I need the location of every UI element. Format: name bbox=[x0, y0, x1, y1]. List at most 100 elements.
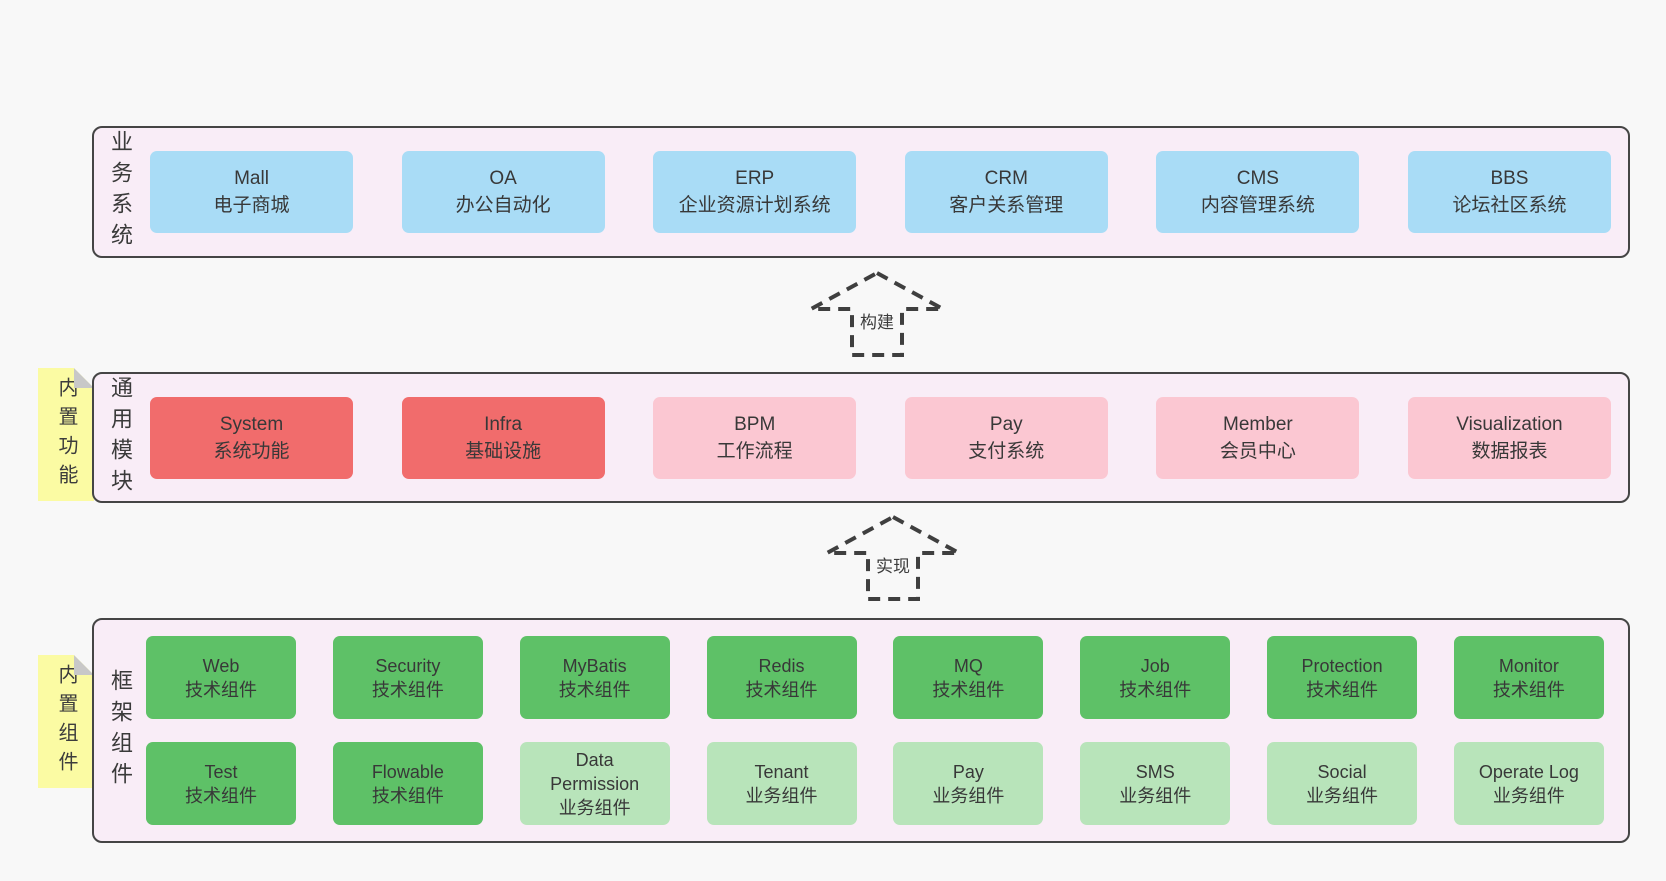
box-oa: OA 办公自动化 bbox=[401, 151, 605, 233]
box-title: Infra bbox=[484, 413, 523, 435]
folded-corner-icon bbox=[74, 368, 94, 388]
box-mq: MQ 技术组件 bbox=[893, 636, 1044, 719]
box-protection: Protection 技术组件 bbox=[1267, 636, 1418, 719]
sticky-note-builtin-components: 内置组件 bbox=[38, 655, 94, 788]
box-subtitle: 技术组件 bbox=[932, 679, 1005, 700]
box-title: Operate Log bbox=[1478, 761, 1579, 782]
box-subtitle: 技术组件 bbox=[1306, 679, 1379, 700]
box-title: System bbox=[219, 413, 284, 435]
box-title: Web bbox=[202, 655, 240, 676]
box-title: Security bbox=[375, 655, 441, 676]
box-title: Data Permission bbox=[550, 749, 640, 794]
box-subtitle: 系统功能 bbox=[213, 440, 290, 462]
box-security: Security 技术组件 bbox=[332, 636, 483, 719]
box-title: Monitor bbox=[1498, 655, 1559, 676]
box-infra: Infra 基础设施 bbox=[401, 396, 605, 479]
box-subtitle: 内容管理系统 bbox=[1200, 195, 1315, 216]
box-subtitle: 技术组件 bbox=[745, 679, 818, 700]
box-tenant: Tenant 业务组件 bbox=[706, 742, 857, 825]
box-operate-log: Operate Log 业务组件 bbox=[1453, 742, 1604, 825]
box-visualization: Visualization 数据报表 bbox=[1407, 396, 1611, 479]
box-bbs: BBS 论坛社区系统 bbox=[1407, 151, 1611, 233]
box-subtitle: 业务组件 bbox=[1492, 785, 1565, 806]
box-title: ERP bbox=[735, 168, 775, 189]
box-subtitle: 技术组件 bbox=[558, 679, 631, 700]
box-subtitle: 支付系统 bbox=[968, 440, 1045, 462]
box-monitor: Monitor 技术组件 bbox=[1453, 636, 1604, 719]
box-subtitle: 工作流程 bbox=[716, 440, 793, 462]
sticky-note-builtin-features: 内置功能 bbox=[38, 368, 94, 501]
box-social: Social 业务组件 bbox=[1267, 742, 1418, 825]
panel-label-common-modules: 通用模块 bbox=[108, 375, 133, 500]
sticky-label: 内置组件 bbox=[55, 663, 77, 780]
box-subtitle: 技术组件 bbox=[185, 785, 257, 806]
box-web: Web 技术组件 bbox=[146, 636, 296, 719]
box-subtitle: 办公自动化 bbox=[455, 195, 551, 216]
box-title: MyBatis bbox=[562, 655, 627, 676]
box-title: OA bbox=[489, 168, 517, 189]
box-subtitle: 技术组件 bbox=[1119, 679, 1192, 700]
panel-label-business-systems: 业务系统 bbox=[108, 130, 133, 254]
box-subtitle: 技术组件 bbox=[1492, 679, 1565, 700]
box-subtitle: 业务组件 bbox=[745, 785, 818, 806]
box-subtitle: 业务组件 bbox=[932, 785, 1005, 806]
box-title: Pay bbox=[952, 761, 984, 782]
implement-arrow: 实现 bbox=[823, 514, 963, 602]
box-subtitle: 数据报表 bbox=[1471, 440, 1548, 462]
box-title: BBS bbox=[1490, 168, 1529, 189]
box-subtitle: 技术组件 bbox=[185, 679, 257, 700]
box-title: MQ bbox=[953, 655, 983, 676]
box-title: SMS bbox=[1135, 761, 1175, 782]
biz-component-row: Test 技术组件 Flowable 技术组件 Data Permission … bbox=[146, 742, 1604, 825]
box-test: Test 技术组件 bbox=[146, 742, 296, 825]
module-box-row: System 系统功能 Infra 基础设施 BPM 工作流程 Pay 支付系统… bbox=[133, 374, 1628, 501]
box-subtitle: 企业资源计划系统 bbox=[678, 195, 831, 216]
box-sms: SMS 业务组件 bbox=[1080, 742, 1231, 825]
box-subtitle: 技术组件 bbox=[371, 785, 444, 806]
box-title: Social bbox=[1317, 761, 1367, 782]
arrow-label: 构建 bbox=[857, 307, 897, 334]
box-title: Member bbox=[1223, 413, 1293, 435]
box-title: Pay bbox=[989, 413, 1023, 435]
box-title: CRM bbox=[984, 168, 1028, 189]
box-title: Protection bbox=[1301, 655, 1383, 676]
box-data-permission: Data Permission 业务组件 bbox=[519, 742, 670, 825]
box-mall: Mall 电子商城 bbox=[150, 151, 353, 233]
panel-label-framework-components: 框架组件 bbox=[108, 668, 133, 793]
panel-framework-components: 框架组件 Web 技术组件 Security 技术组件 MyBatis 技术组件… bbox=[92, 618, 1630, 843]
box-erp: ERP 企业资源计划系统 bbox=[653, 151, 857, 233]
box-title: BPM bbox=[734, 413, 776, 435]
arrow-label: 实现 bbox=[873, 551, 913, 578]
folded-corner-icon bbox=[74, 655, 94, 675]
panel-common-modules: 通用模块 System 系统功能 Infra 基础设施 BPM 工作流程 Pay… bbox=[92, 372, 1630, 503]
panel-business-systems: 业务系统 Mall 电子商城 OA 办公自动化 ERP 企业资源计划系统 CRM… bbox=[92, 126, 1630, 258]
box-redis: Redis 技术组件 bbox=[706, 636, 857, 719]
box-cms: CMS 内容管理系统 bbox=[1156, 151, 1360, 233]
box-system: System 系统功能 bbox=[150, 396, 353, 479]
box-subtitle: 业务组件 bbox=[1306, 785, 1379, 806]
box-mybatis: MyBatis 技术组件 bbox=[519, 636, 670, 719]
box-crm: CRM 客户关系管理 bbox=[904, 151, 1108, 233]
box-bpm: BPM 工作流程 bbox=[653, 396, 857, 479]
box-subtitle: 业务组件 bbox=[1119, 785, 1192, 806]
box-subtitle: 技术组件 bbox=[371, 679, 444, 700]
build-arrow: 构建 bbox=[807, 270, 947, 358]
box-member: Member 会员中心 bbox=[1156, 396, 1360, 479]
sticky-label: 内置功能 bbox=[55, 376, 77, 493]
box-subtitle: 客户关系管理 bbox=[949, 195, 1064, 216]
box-subtitle: 电子商城 bbox=[213, 195, 290, 216]
box-subtitle: 基础设施 bbox=[465, 440, 542, 462]
box-title: Tenant bbox=[754, 761, 809, 782]
box-flowable: Flowable 技术组件 bbox=[332, 742, 483, 825]
component-box-grid: Web 技术组件 Security 技术组件 MyBatis 技术组件 Redi… bbox=[133, 620, 1628, 841]
business-box-row: Mall 电子商城 OA 办公自动化 ERP 企业资源计划系统 CRM 客户关系… bbox=[133, 128, 1628, 256]
box-title: Job bbox=[1140, 655, 1170, 676]
box-subtitle: 论坛社区系统 bbox=[1452, 195, 1567, 216]
box-title: Test bbox=[204, 761, 238, 782]
box-subtitle: 业务组件 bbox=[558, 797, 631, 818]
tech-component-row: Web 技术组件 Security 技术组件 MyBatis 技术组件 Redi… bbox=[146, 636, 1604, 719]
box-subtitle: 会员中心 bbox=[1219, 440, 1296, 462]
box-pay-biz: Pay 业务组件 bbox=[893, 742, 1044, 825]
box-title: Redis bbox=[758, 655, 805, 676]
dashed-up-arrow-icon bbox=[826, 514, 960, 601]
